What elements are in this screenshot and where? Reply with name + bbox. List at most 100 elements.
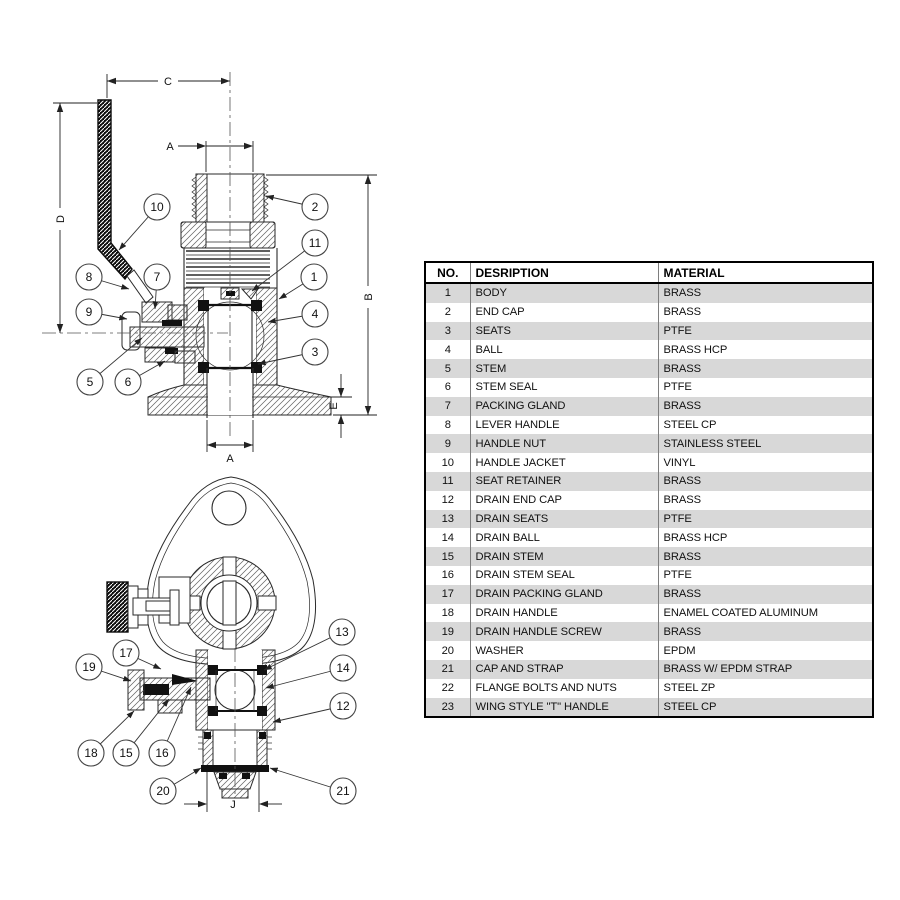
- row-no: 1: [425, 283, 470, 303]
- row-description: DRAIN END CAP: [469, 490, 658, 510]
- row-material: BRASS: [657, 584, 873, 604]
- row-no: 17: [425, 584, 470, 604]
- balloon-4: 4: [267, 300, 329, 328]
- drain-packing-gland: [127, 669, 145, 711]
- svg-text:9: 9: [86, 305, 93, 319]
- row-no: 5: [425, 359, 470, 378]
- balloon-16: 16: [148, 686, 192, 767]
- drain-handle-assembly: [106, 576, 191, 633]
- row-description: WASHER: [469, 641, 658, 660]
- balloon-2: 2: [265, 193, 329, 221]
- handle-jacket: [97, 99, 133, 281]
- row-material: STEEL CP: [657, 415, 873, 435]
- table-header-row: NO. DESRIPTION MATERIAL: [425, 262, 873, 284]
- drain-stem-seal: [157, 699, 183, 714]
- col-header-material: MATERIAL: [657, 262, 873, 284]
- row-description: SEATS: [469, 321, 658, 341]
- dimension-j: J: [184, 772, 282, 812]
- balloon-18: 18: [77, 710, 135, 767]
- row-no: 19: [425, 622, 470, 642]
- row-material: BRASS W/ EPDM STRAP: [657, 659, 873, 679]
- row-no: 3: [425, 321, 470, 341]
- svg-text:15: 15: [119, 746, 133, 760]
- balloon-13: 13: [263, 618, 356, 671]
- dimension-d: D: [53, 102, 97, 333]
- row-no: 12: [441, 494, 454, 507]
- row-description: DRAIN PACKING GLAND: [469, 584, 658, 604]
- svg-text:7: 7: [154, 270, 161, 284]
- row-no: 9: [425, 434, 470, 454]
- lever-handle: [126, 269, 154, 304]
- row-material: STAINLESS STEEL: [657, 434, 873, 454]
- row-no: 21: [425, 659, 470, 679]
- retainer-collar: [180, 221, 276, 249]
- row-description: DRAIN STEM: [469, 547, 658, 566]
- balloon-5: 5: [76, 337, 143, 396]
- row-no: 10: [441, 456, 454, 469]
- row-no: 14: [441, 531, 454, 544]
- row-material: EPDM: [657, 641, 873, 660]
- drain-seat: [208, 706, 218, 716]
- svg-text:18: 18: [84, 746, 98, 760]
- row-description: HANDLE JACKET: [469, 453, 658, 472]
- seat: [198, 300, 209, 311]
- balloon-1: 1: [278, 263, 328, 300]
- balloon-12: 12: [272, 692, 357, 724]
- row-no: 6: [444, 381, 451, 394]
- row-material: STEEL ZP: [657, 678, 873, 698]
- row-no: 13: [425, 509, 470, 529]
- row-no: 2: [444, 306, 451, 319]
- balloon-3: 3: [257, 338, 329, 366]
- row-material: PTFE: [657, 565, 873, 585]
- stem: [129, 326, 205, 348]
- row-material: ENAMEL COATED ALUMINUM: [657, 603, 873, 623]
- svg-text:6: 6: [125, 375, 132, 389]
- drain-seat: [208, 665, 218, 675]
- row-description: WING STYLE "T" HANDLE: [469, 697, 658, 718]
- svg-text:8: 8: [86, 270, 93, 284]
- row-material: BRASS: [657, 622, 873, 642]
- dim-label-b: B: [363, 293, 375, 300]
- row-material: BRASS: [657, 490, 873, 510]
- row-material: STEEL CP: [657, 697, 873, 718]
- seat: [251, 300, 262, 311]
- svg-text:2: 2: [312, 200, 319, 214]
- top-view-drawing: C D A B: [42, 72, 377, 465]
- svg-text:10: 10: [150, 200, 164, 214]
- svg-text:14: 14: [336, 661, 350, 675]
- row-material: BRASS: [657, 283, 873, 303]
- svg-text:5: 5: [87, 375, 94, 389]
- dimension-a-bottom: A: [206, 420, 254, 465]
- dim-label-d: D: [55, 215, 67, 223]
- row-no: 4: [444, 343, 451, 356]
- drain-handle-knob: [106, 581, 129, 633]
- row-material: BRASS: [657, 396, 873, 416]
- row-material: BRASS: [657, 547, 873, 566]
- flange: [147, 368, 332, 418]
- col-header-description: DESRIPTION: [469, 262, 658, 284]
- seat-retainer: [240, 288, 259, 300]
- row-description: CAP AND STRAP: [469, 659, 658, 679]
- row-description: STEM: [469, 359, 658, 378]
- row-material: BRASS HCP: [657, 528, 873, 548]
- row-description: PACKING GLAND: [469, 396, 658, 416]
- drain-seat: [257, 665, 267, 675]
- svg-text:20: 20: [156, 784, 170, 798]
- dim-label-a-top: A: [166, 141, 174, 153]
- row-no: 16: [441, 569, 454, 582]
- row-description: BALL: [469, 340, 658, 360]
